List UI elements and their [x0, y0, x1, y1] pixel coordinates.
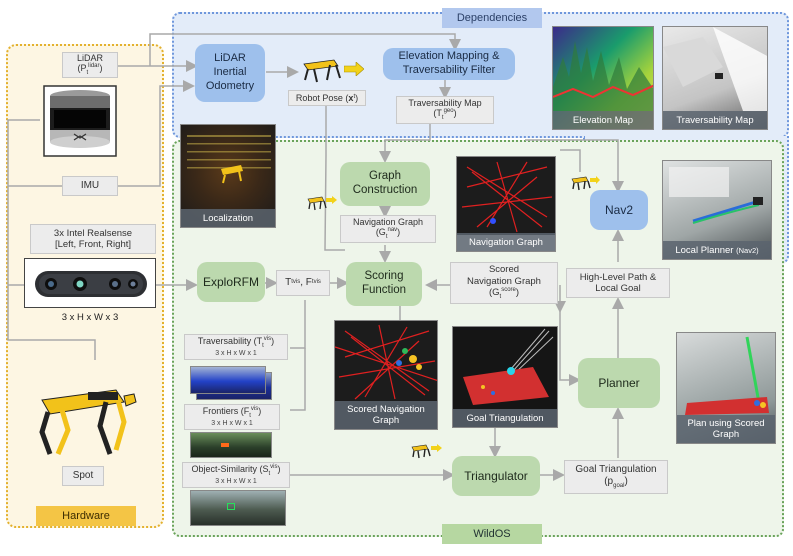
frontiers-output-image: [190, 432, 272, 458]
arrow-icon: [344, 62, 364, 76]
high-level-path-label: High-Level Path & Local Goal: [566, 268, 670, 298]
navigation-graph-caption: Navigation Graph: [457, 233, 555, 251]
traversability-map-caption: Traversability Map: [663, 111, 767, 129]
scored-graph-line2: Navigation Graph: [467, 275, 541, 287]
mini-robot-icon: [300, 52, 344, 86]
traversability-map-label: Traversability Map (Ttgeo): [396, 96, 494, 124]
realsense-title: 3x Intel Realsense: [53, 227, 133, 239]
wildos-tag: WildOS: [442, 524, 542, 544]
traversability-map-title: Traversability Map: [408, 97, 482, 108]
frontiers-output-title: Frontiers (Ftvis): [202, 405, 262, 419]
spot-robot-icon: [28, 370, 140, 460]
goal-triangulation-title: Goal Triangulation: [575, 463, 657, 475]
realsense-dims: 3 x H x W x 3: [61, 312, 119, 323]
lidar-symbol: (Ptlidar): [77, 63, 103, 77]
explorfm-box: ExploRFM: [197, 262, 265, 302]
mini-robot-icon-nav2: [570, 172, 600, 192]
triangulator-box: Triangulator: [452, 456, 540, 496]
navigation-graph-title: Navigation Graph: [352, 216, 424, 227]
imu-label: IMU: [62, 176, 118, 196]
scored-graph-line1: Scored: [488, 264, 520, 276]
goal-triangulation-symbol: (pgoal): [604, 475, 628, 489]
hardware-tag: Hardware: [36, 506, 136, 526]
spot-label: Spot: [62, 466, 104, 486]
traversability-output-image-2: [190, 366, 266, 394]
object-similarity-dims: 3 x H x W x 1: [215, 477, 257, 485]
navigation-graph-symbol: (Gtnav): [375, 227, 401, 241]
goal-triangulation-image: Goal Triangulation: [452, 326, 558, 428]
realsense-label: 3x Intel Realsense [Left, Front, Right]: [30, 224, 156, 254]
object-similarity-image: [190, 490, 286, 526]
traversability-map-image: Traversability Map: [662, 26, 768, 130]
lidar-label: LiDAR (Ptlidar): [62, 52, 118, 78]
lidar-title: LiDAR: [76, 52, 103, 63]
scored-navigation-graph-caption: Scored Navigation Graph: [335, 401, 437, 429]
mini-robot-icon-triangulator: [410, 440, 444, 460]
dependencies-tag: Dependencies: [442, 8, 542, 28]
frontiers-output-dims: 3 x H x W x 1: [211, 419, 253, 427]
navigation-graph-image: Navigation Graph: [456, 156, 556, 252]
local-planner-caption: Local Planner (Nav2): [663, 241, 771, 259]
object-marker: [227, 503, 235, 510]
planner-box: Planner: [578, 358, 660, 408]
realsense-camera-icon: [24, 258, 156, 308]
traversability-output-title: Traversability (Ttvis): [197, 335, 275, 349]
goal-triangulation-label: Goal Triangulation (pgoal): [564, 460, 668, 494]
elevation-map-image: Elevation Map: [552, 26, 654, 130]
scored-graph-symbol: (Gtscore): [488, 287, 520, 301]
elevation-mapping-box: Elevation Mapping & Traversability Filte…: [383, 48, 515, 80]
elevation-map-caption: Elevation Map: [553, 111, 653, 129]
lidar-sensor-icon: [40, 82, 120, 160]
nav2-box: Nav2: [590, 190, 648, 230]
scoring-function-box: Scoring Function: [346, 262, 422, 306]
plan-scored-graph-caption: Plan using Scored Graph: [677, 415, 775, 443]
object-similarity-label: Object-Similarity (Stvis) 3 x H x W x 1: [182, 462, 290, 488]
graph-construction-box: Graph Construction: [340, 162, 430, 206]
localization-image: Localization: [180, 124, 276, 228]
traversability-output-label: Traversability (Ttvis) 3 x H x W x 1: [184, 334, 288, 360]
mini-robot-icon-graph: [306, 193, 338, 211]
goal-triangulation-caption: Goal Triangulation: [453, 409, 557, 427]
scored-navigation-graph-image: Scored Navigation Graph: [334, 320, 438, 430]
localization-caption: Localization: [181, 209, 275, 227]
lio-box: LiDAR Inertial Odometry: [195, 44, 265, 102]
traversability-output-dims: 3 x H x W x 1: [215, 349, 257, 357]
frontiers-output-label: Frontiers (Ftvis) 3 x H x W x 1: [184, 404, 280, 430]
frontier-marker: [221, 443, 229, 447]
plan-scored-graph-image: Plan using Scored Graph: [676, 332, 776, 444]
traversability-map-symbol: (Ttgeo): [433, 108, 457, 122]
navigation-graph-label: Navigation Graph (Gtnav): [340, 215, 436, 243]
object-similarity-title: Object-Similarity (Stvis): [191, 463, 281, 477]
scored-graph-label: Scored Navigation Graph (Gtscore): [450, 262, 558, 304]
local-planner-image: Local Planner (Nav2): [662, 160, 772, 260]
realsense-positions: [Left, Front, Right]: [54, 239, 132, 250]
